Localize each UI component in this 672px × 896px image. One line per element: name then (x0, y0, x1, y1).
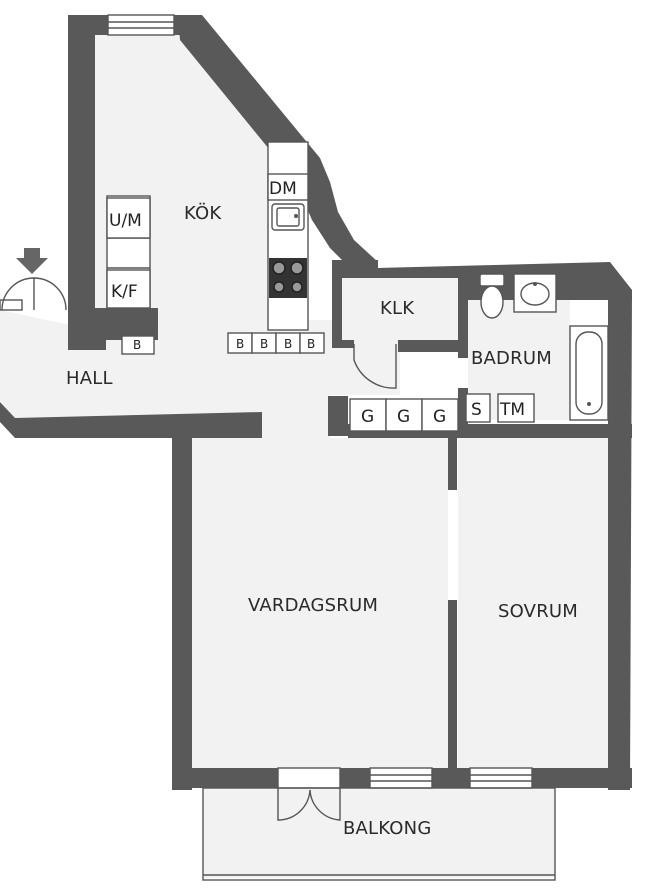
wall-living-left (172, 418, 192, 790)
kf-box (106, 269, 151, 309)
room-label-vardagsrum: VARDAGSRUM (248, 595, 378, 616)
room-label-badrum: BADRUM (471, 348, 552, 369)
wardrobe-g-2 (385, 398, 423, 432)
balcony-floor (203, 786, 555, 878)
balcony-railing (202, 787, 556, 881)
label-bench-b-2: B (260, 337, 268, 351)
label-wardrobe-g-2: G (397, 407, 410, 427)
entrance-arrow-icon (16, 248, 48, 274)
wall-partition-lower (448, 600, 457, 770)
s-box (465, 393, 491, 423)
balcony-door-opening (277, 767, 341, 789)
hall-floor (0, 310, 190, 418)
window-icon (0, 299, 23, 311)
label-bench-b-1: B (236, 337, 244, 351)
labels: KÖK HALL KLK BADRUM VARDAGSRUM SOVRUM BA… (66, 179, 578, 839)
kitchen-floor (95, 35, 460, 440)
wall-kitchen-left (68, 15, 95, 340)
room-label-sovrum: SOVRUM (498, 601, 578, 622)
doors (1, 277, 397, 821)
wall-klk-right (458, 278, 468, 358)
label-um: U/M (109, 211, 142, 231)
wall-rooms-top-left (172, 418, 262, 438)
door-swing-icon (353, 344, 397, 389)
label-tm: TM (499, 400, 525, 420)
bedroom-floor (458, 438, 608, 768)
label-dm: DM (269, 179, 297, 199)
hall-b-box (121, 335, 155, 355)
window-icon (369, 767, 433, 789)
windows (0, 14, 533, 789)
wall-klk-bottom (398, 340, 468, 352)
wall-hall-stub (68, 325, 106, 350)
label-bench-b-4: B (307, 337, 315, 351)
window-icon (469, 767, 533, 789)
stove-icon (269, 258, 307, 298)
label-bench-b-3: B (284, 337, 292, 351)
label-s: S (471, 400, 482, 420)
room-label-hall: HALL (66, 368, 113, 389)
door-swing-icon (1, 277, 67, 311)
living-room-floor (192, 438, 448, 768)
wall-bath-left-low (458, 388, 468, 424)
floors (0, 35, 608, 878)
label-kf: K/F (111, 282, 138, 302)
wardrobe-g-3 (421, 398, 459, 432)
label-hall-b: B (133, 338, 141, 352)
um-box (106, 197, 151, 239)
door-swing-icon (277, 788, 341, 821)
washbasin-icon (513, 273, 557, 313)
wall-partition-upper (448, 438, 457, 490)
counter-right (267, 141, 309, 331)
kitchen-fixtures (106, 141, 325, 355)
bathtub-icon (569, 325, 609, 421)
room-label-balkong: BALKONG (343, 818, 432, 839)
dm-box (267, 173, 309, 201)
bathroom-fixtures (465, 273, 609, 423)
wardrobes (349, 398, 459, 432)
toilet-icon (479, 273, 505, 319)
room-label-klk: KLK (380, 298, 415, 319)
wall-right (608, 262, 632, 790)
wardrobe-g-1 (349, 398, 387, 432)
wall-klk-bottom-left (332, 340, 354, 348)
room-label-kok: KÖK (184, 202, 222, 224)
sink-icon (271, 203, 305, 231)
bench-b-4 (299, 332, 325, 354)
tm-box (497, 393, 535, 423)
window-icon (107, 14, 175, 36)
label-wardrobe-g-3: G (433, 407, 446, 427)
wall-wardrobe (328, 396, 348, 436)
label-wardrobe-g-1: G (361, 407, 374, 427)
